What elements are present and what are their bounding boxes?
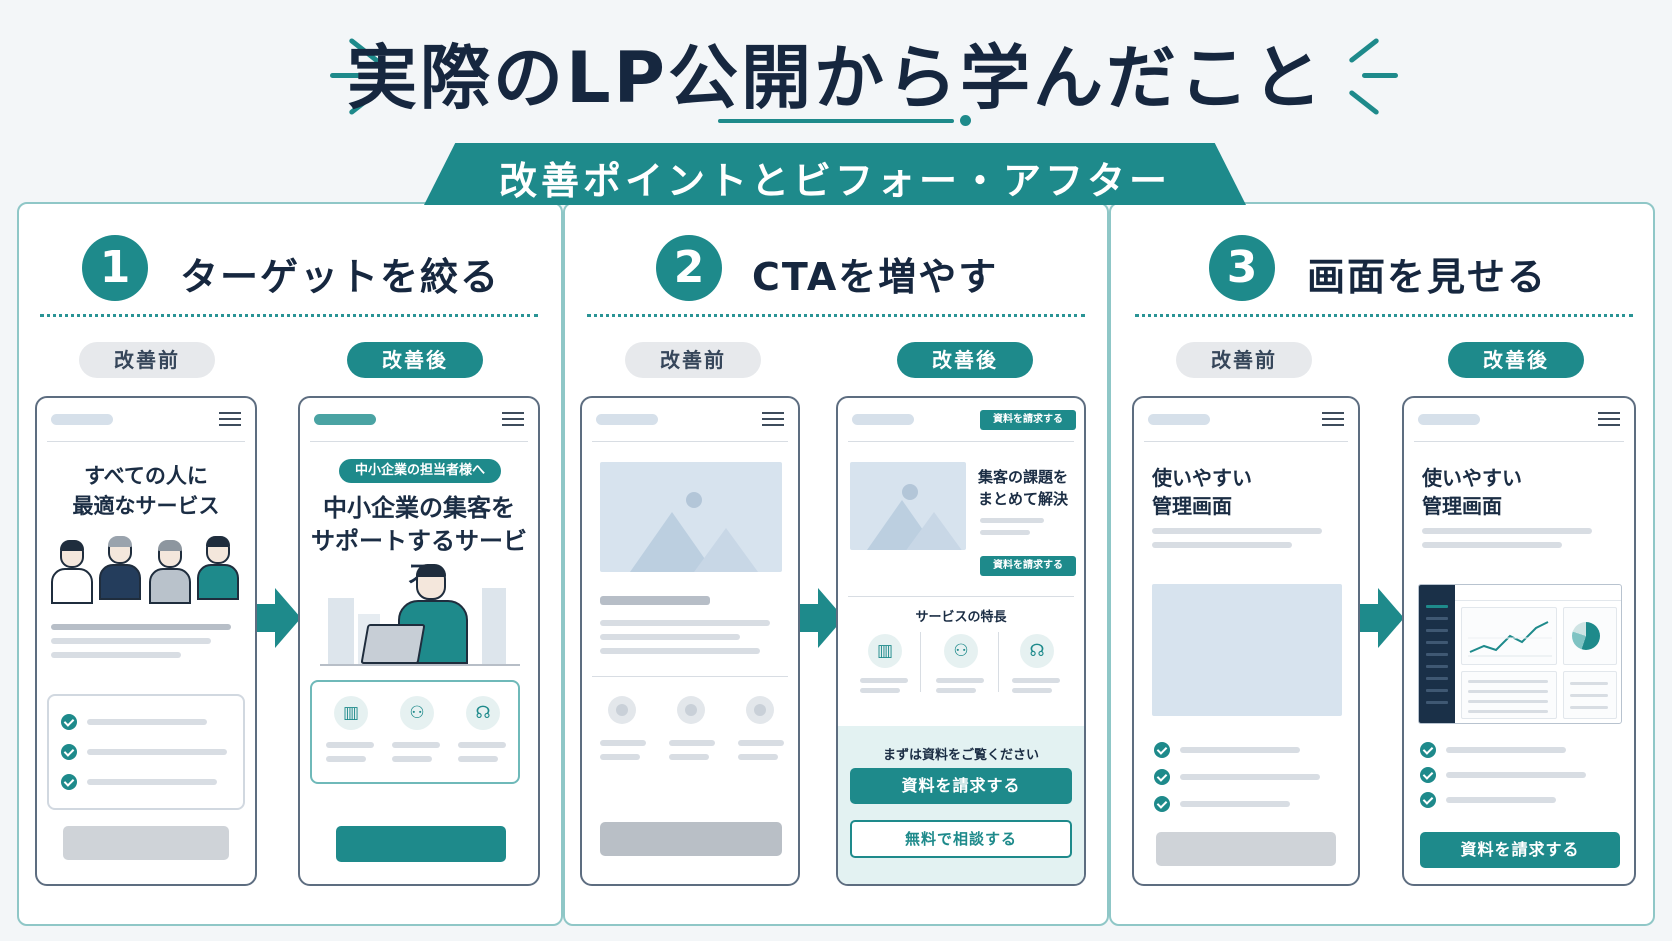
bar-chart-icon: ▥ <box>334 696 368 730</box>
image-placeholder-icon <box>600 462 782 572</box>
dotted-divider <box>587 314 1085 317</box>
logo-placeholder <box>852 414 914 425</box>
cta-button-placeholder[interactable] <box>600 822 782 856</box>
person-icon <box>149 540 191 604</box>
check-icon <box>61 714 77 730</box>
cta-button-placeholder[interactable] <box>63 826 229 860</box>
header-cta-button[interactable]: 資料を請求する <box>980 410 1076 430</box>
pie-chart-card <box>1563 607 1617 665</box>
person-icon <box>51 540 93 604</box>
check-icon <box>61 744 77 760</box>
logo-placeholder <box>51 414 113 425</box>
feature-icon-placeholder <box>677 696 705 724</box>
phone-mockup-before: すべての人に 最適なサービス <box>35 396 257 886</box>
spark-decoration <box>330 73 366 78</box>
dotted-divider <box>1135 314 1633 317</box>
check-icon <box>1154 796 1170 812</box>
menu-icon <box>1598 412 1620 426</box>
hero-cta-button[interactable]: 資料を請求する <box>980 556 1076 576</box>
target-tag: 中小企業の担当者様へ <box>339 459 501 483</box>
feature-icons-box: ▥ ⚇ ☊ <box>310 680 520 784</box>
hero-heading: 中小企業の集客を サポートするサービス <box>311 494 527 588</box>
step-title: CTAを増やす <box>752 255 999 299</box>
cta-button-placeholder[interactable] <box>1156 832 1336 866</box>
line-chart-icon <box>1468 621 1552 657</box>
check-icon <box>61 774 77 790</box>
table-card <box>1461 671 1557 719</box>
logo-placeholder <box>1418 414 1480 425</box>
before-label: 改善前 <box>1176 342 1312 378</box>
cta-lead: まずは資料をご覧ください <box>882 748 1039 763</box>
phone-mockup-after: 中小企業の担当者様へ 中小企業の集客を サポートするサービス ▥ ⚇ ☊ <box>298 396 540 886</box>
after-label: 改善後 <box>347 342 483 378</box>
person-icon <box>99 536 141 600</box>
people-illustration <box>45 536 251 604</box>
section-banner-title: 改善ポイントとビフォー・アフター <box>498 159 1171 203</box>
features-heading: サービスの特長 <box>915 610 1007 625</box>
menu-icon <box>762 412 784 426</box>
phone-mockup-before <box>580 396 800 886</box>
headset-icon: ☊ <box>1020 634 1054 668</box>
users-icon: ⚇ <box>944 634 978 668</box>
check-icon <box>1420 767 1436 783</box>
phone-mockup-after: 使いやすい 管理画面 <box>1402 396 1636 886</box>
image-placeholder-icon <box>850 462 966 550</box>
step-title: ターゲットを絞る <box>180 255 501 299</box>
before-label: 改善前 <box>79 342 215 378</box>
step-title: 画面を見せる <box>1307 255 1548 299</box>
title-dot <box>960 115 971 126</box>
step-number: 2 <box>656 235 722 301</box>
users-icon: ⚇ <box>400 696 434 730</box>
menu-icon <box>219 412 241 426</box>
hero-heading: すべての人に 最適なサービス <box>72 464 220 518</box>
section-banner <box>424 143 1246 205</box>
line-chart-card <box>1461 607 1557 665</box>
person-icon <box>197 536 239 600</box>
list-card <box>1563 671 1617 719</box>
phone-mockup-before: 使いやすい 管理画面 <box>1132 396 1360 886</box>
spark-decoration <box>1362 73 1398 78</box>
cta-button[interactable] <box>336 826 506 862</box>
request-document-button[interactable]: 資料を請求する <box>1420 832 1620 868</box>
free-consultation-button[interactable]: 無料で相談する <box>850 820 1072 858</box>
page-title: 実際のLP公開から学んだこと <box>347 37 1325 119</box>
headset-icon: ☊ <box>466 696 500 730</box>
logo-placeholder <box>314 414 376 425</box>
dashboard-screenshot <box>1418 584 1622 724</box>
hero-heading: 使いやすい 管理画面 <box>1422 466 1522 518</box>
cta-section: まずは資料をご覧ください 資料を請求する 無料で相談する <box>838 726 1084 884</box>
hero-heading: 集客の課題を まとめて解決 <box>978 468 1069 508</box>
pie-chart-icon <box>1572 622 1600 650</box>
after-label: 改善後 <box>897 342 1033 378</box>
after-label: 改善後 <box>1448 342 1584 378</box>
step-number: 1 <box>82 235 148 301</box>
title-underline <box>718 119 954 123</box>
check-icon <box>1154 769 1170 785</box>
feature-list-box <box>47 694 245 810</box>
check-icon <box>1420 742 1436 758</box>
businessman-illustration <box>320 564 520 674</box>
check-icon <box>1420 792 1436 808</box>
feature-icon-placeholder <box>608 696 636 724</box>
logo-placeholder <box>1148 414 1210 425</box>
before-label: 改善前 <box>625 342 761 378</box>
feature-icon-placeholder <box>746 696 774 724</box>
dotted-divider <box>40 314 538 317</box>
logo-placeholder <box>596 414 658 425</box>
hero-heading: 使いやすい 管理画面 <box>1152 466 1252 518</box>
check-icon <box>1154 742 1170 758</box>
step-number: 3 <box>1209 235 1275 301</box>
bar-chart-icon: ▥ <box>868 634 902 668</box>
request-document-button[interactable]: 資料を請求する <box>850 768 1072 804</box>
menu-icon <box>502 412 524 426</box>
phone-mockup-after: 資料を請求する 集客の課題を まとめて解決 資料を請求する サービスの特長 ▥ … <box>836 396 1086 886</box>
title-area: 実際のLP公開から学んだこと <box>0 18 1672 128</box>
screen-placeholder <box>1152 584 1342 716</box>
menu-icon <box>1322 412 1344 426</box>
